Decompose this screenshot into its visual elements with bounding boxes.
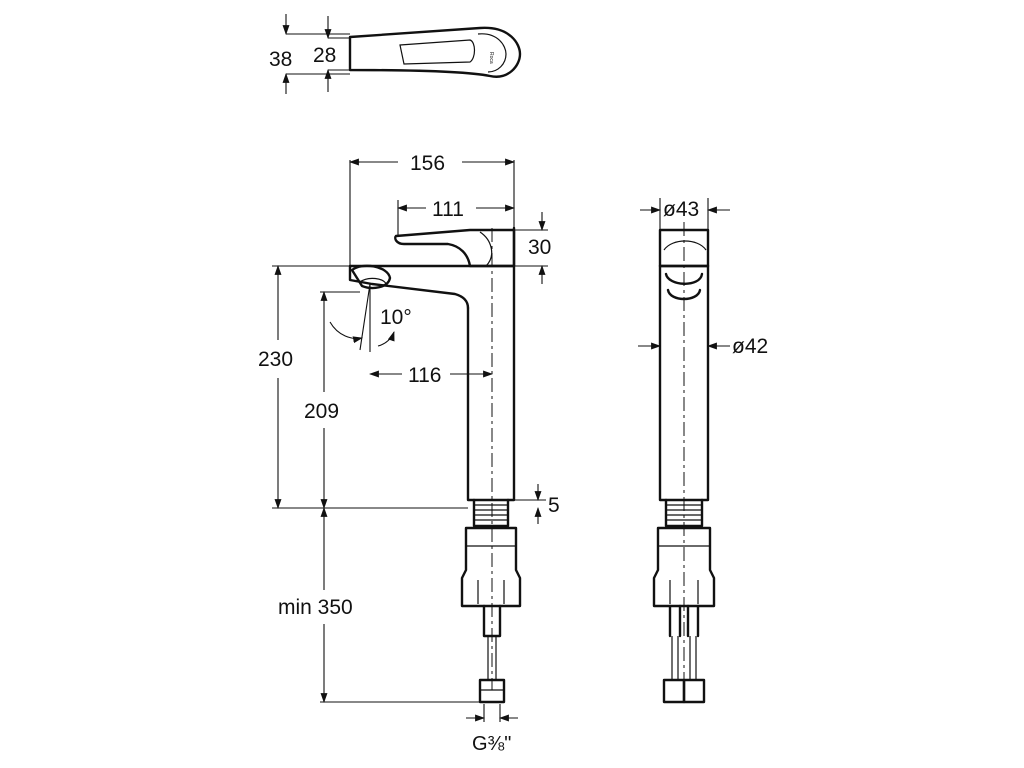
dim-body-diameter: ø42 — [732, 335, 768, 358]
dim-spout-length: 156 — [410, 152, 445, 175]
dim-base-gap: 5 — [548, 494, 560, 517]
dim-spout-reach: 116 — [408, 364, 441, 387]
dim-lever-length: 111 — [432, 198, 464, 221]
dim-top-height-outer: 38 — [269, 48, 292, 71]
dim-spout-angle: 10° — [380, 306, 412, 329]
brand-logo: Roca — [488, 52, 494, 64]
dim-top-height-inner: 28 — [313, 44, 336, 67]
dim-lever-height: 30 — [528, 236, 551, 259]
dim-side-top-diameter: ø43 — [663, 198, 699, 221]
dim-thread-size: G⅜" — [472, 733, 511, 755]
top-view: Roca 38 28 — [269, 14, 522, 94]
side-view: ø43 ø42 — [638, 198, 768, 704]
front-view: 156 111 30 10° 116 230 209 — [258, 152, 560, 755]
dim-total-height: 230 — [258, 348, 293, 371]
dim-min-hose-length: min 350 — [278, 596, 353, 619]
dim-spout-height: 209 — [304, 400, 339, 423]
